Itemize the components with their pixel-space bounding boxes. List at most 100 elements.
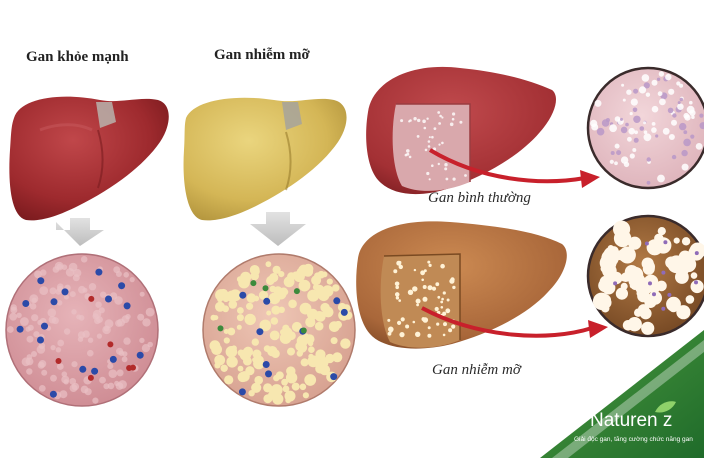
fat-dot xyxy=(448,328,453,333)
tissue-cell xyxy=(108,369,118,379)
fat-droplet xyxy=(271,305,281,315)
tissue-cell xyxy=(47,308,57,318)
cell-dot xyxy=(644,241,649,246)
fat-droplet xyxy=(228,300,238,309)
tissue-dot xyxy=(431,135,434,139)
fat-dot xyxy=(449,278,455,284)
fat-dot xyxy=(394,281,400,287)
fat-droplet xyxy=(227,327,236,336)
tissue-cell xyxy=(55,347,62,353)
fat-droplet xyxy=(287,347,295,356)
tissue-cell xyxy=(92,309,102,319)
tissue-cell xyxy=(77,331,86,339)
fat-dot xyxy=(387,331,392,336)
fat-droplet xyxy=(273,374,280,382)
cell-dot xyxy=(601,119,610,127)
fat-droplet xyxy=(263,394,273,404)
tissue-cell xyxy=(80,385,89,394)
fat-droplet xyxy=(287,272,296,281)
tissue-cell xyxy=(69,384,78,392)
fat-dot xyxy=(431,286,437,291)
tissue-dot xyxy=(426,117,429,120)
healthy-tissue-circle xyxy=(5,253,159,407)
cell-dot xyxy=(627,136,632,142)
tissue-cell xyxy=(139,337,145,344)
tissue-cell xyxy=(59,390,68,399)
tissue-dot xyxy=(427,145,431,148)
fat-droplet xyxy=(265,261,272,268)
cell-dot xyxy=(672,113,677,118)
fat-droplet xyxy=(269,330,280,341)
fat-droplet xyxy=(622,320,634,331)
fatty-liver-label: Gan nhiễm mỡ xyxy=(432,362,521,378)
fat-droplet xyxy=(315,363,325,374)
fat-dot xyxy=(440,263,445,269)
tissue-cell xyxy=(61,371,68,378)
fat-droplet xyxy=(217,296,223,303)
cell-dot xyxy=(596,127,605,136)
fat-droplet xyxy=(613,229,632,248)
blood-cell xyxy=(330,373,338,381)
fatty-zoom-circle xyxy=(586,214,704,338)
fat-dot xyxy=(395,296,400,300)
fat-dot xyxy=(437,295,441,299)
blood-cell xyxy=(22,300,30,307)
fat-droplet xyxy=(243,346,254,357)
fat-droplet xyxy=(332,352,343,363)
fat-dot xyxy=(440,300,444,304)
fat-droplet xyxy=(641,321,655,335)
cell-dot xyxy=(620,126,628,134)
tissue-dot xyxy=(451,117,455,121)
normal-zoom-arrow xyxy=(428,148,586,184)
tissue-cell xyxy=(123,337,131,345)
fat-droplet xyxy=(657,227,666,236)
blood-cell xyxy=(123,302,131,310)
fat-dot xyxy=(400,317,405,322)
tissue-cell xyxy=(37,319,43,326)
blood-cell xyxy=(333,297,341,305)
fat-dot xyxy=(440,306,444,309)
fat-droplet xyxy=(255,355,264,364)
fat-dot xyxy=(442,333,446,337)
fat-droplet xyxy=(615,287,629,300)
fat-droplet xyxy=(599,294,612,306)
tissue-cell xyxy=(10,304,17,311)
fat-dot xyxy=(395,285,400,290)
tissue-cell xyxy=(20,317,29,326)
cell-dot xyxy=(662,127,670,135)
tissue-cell xyxy=(41,369,48,376)
tissue-cell xyxy=(57,339,65,347)
cell-dot xyxy=(690,134,695,139)
tissue-cell xyxy=(116,369,124,377)
cell-dot xyxy=(657,91,663,97)
cell-dot xyxy=(616,150,622,156)
tissue-cell xyxy=(104,319,114,329)
fat-droplet xyxy=(314,321,324,331)
brand-tagline: Giải độc gan, tăng cường chức năng gan xyxy=(574,436,693,443)
tissue-dot xyxy=(422,119,426,124)
tissue-cell xyxy=(139,291,145,297)
fat-droplet xyxy=(307,289,320,302)
tissue-cell xyxy=(26,368,33,375)
cell-dot xyxy=(643,130,648,134)
leaf-icon xyxy=(655,401,676,413)
tissue-cell xyxy=(96,316,103,323)
tissue-cell xyxy=(29,303,37,310)
tissue-cell xyxy=(137,313,145,321)
tissue-dot xyxy=(439,114,442,118)
cell-dot xyxy=(661,306,666,311)
fat-droplet xyxy=(690,272,698,279)
cell-dot xyxy=(645,92,651,97)
fat-droplet xyxy=(628,272,645,289)
tissue-dot xyxy=(438,143,441,146)
healthy-liver-title: Gan khỏe mạnh xyxy=(26,49,129,65)
fat-droplet xyxy=(302,392,309,399)
cell-dot xyxy=(657,174,665,183)
tissue-cell xyxy=(115,319,123,327)
fat-droplet xyxy=(315,311,326,322)
fat-dot xyxy=(427,260,431,264)
fat-droplet xyxy=(246,302,254,310)
tissue-dot xyxy=(413,117,417,121)
fat-droplet xyxy=(226,290,238,303)
